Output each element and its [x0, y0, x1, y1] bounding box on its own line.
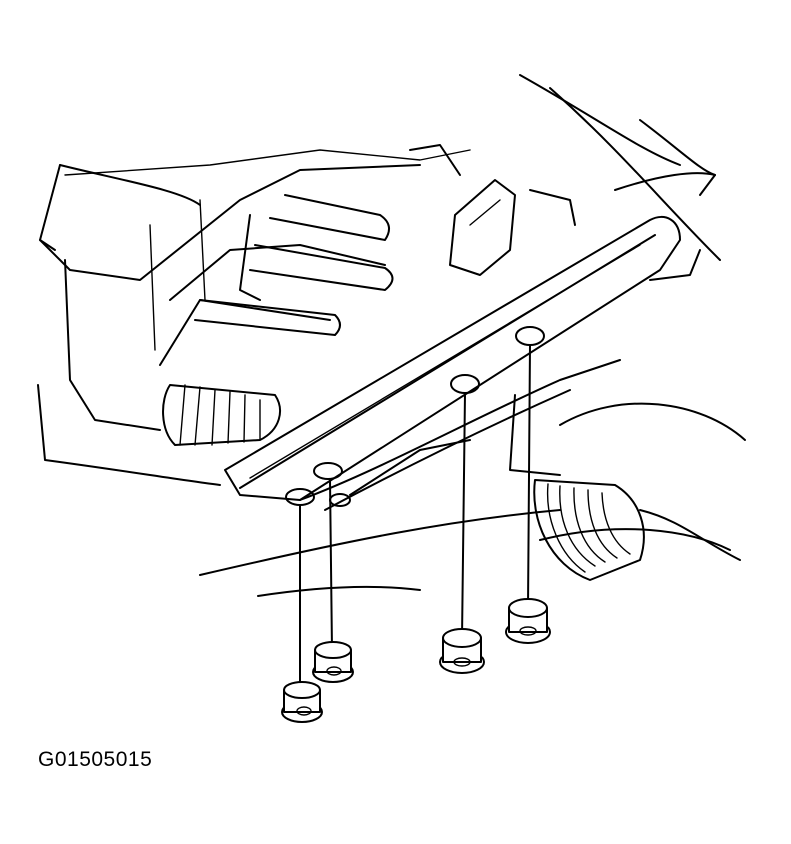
crossmember	[224, 215, 701, 511]
oil-pan	[39, 164, 421, 431]
flange-nut-1	[281, 681, 323, 723]
body-floor-pan	[37, 74, 746, 597]
flange-nut-4	[505, 598, 551, 644]
bolt-hole-3	[450, 374, 480, 394]
bolt-hole-4	[515, 326, 545, 346]
flange-nut-3	[439, 628, 485, 674]
steering-boot-left	[162, 384, 281, 446]
flange-nut-2	[312, 641, 354, 683]
bolt-hole-2	[313, 462, 343, 480]
bolt-holes	[285, 326, 545, 507]
steering-boot-right	[533, 479, 741, 581]
bracket-upper	[409, 144, 576, 276]
leader-lines	[299, 344, 531, 691]
figure-code: G01505015	[38, 748, 153, 771]
